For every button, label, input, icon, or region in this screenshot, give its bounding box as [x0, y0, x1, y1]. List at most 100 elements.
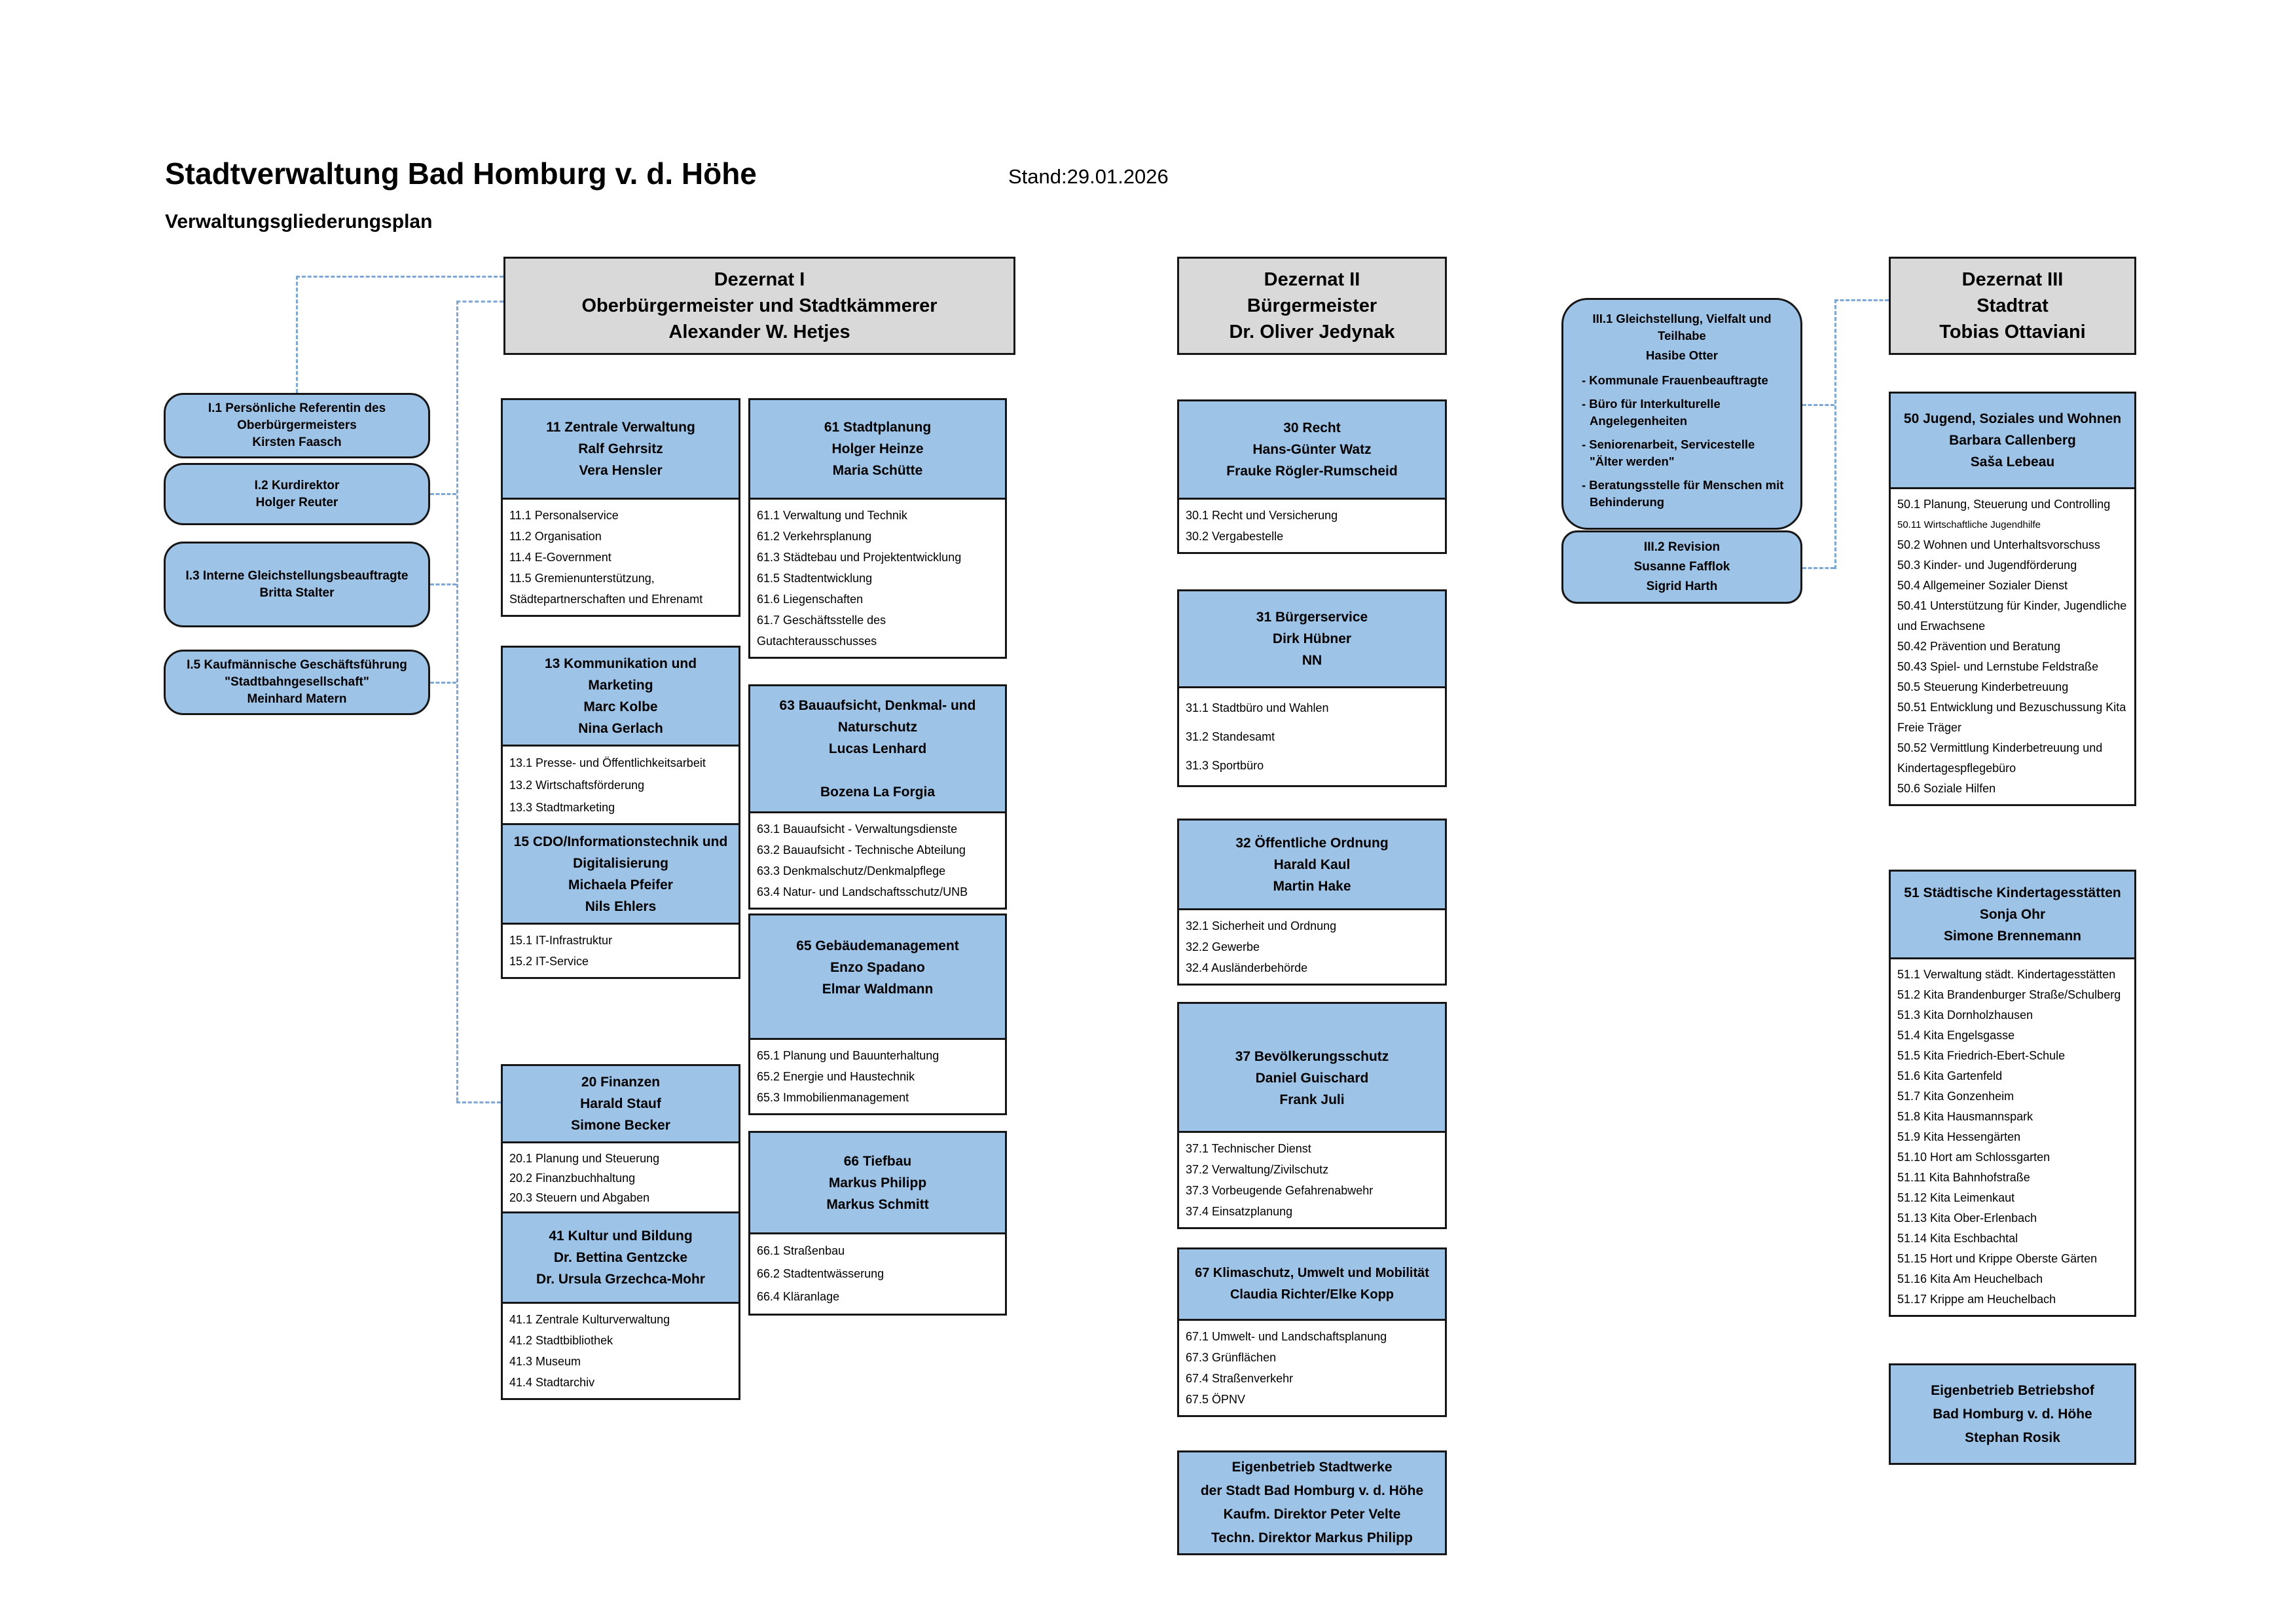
- dept-header-line: Enzo Spadano: [830, 960, 925, 975]
- dezernat-header-line: Oberbürgermeister und Stadtkämmerer: [581, 295, 938, 316]
- dept-header-line: Dr. Bettina Gentzcke: [553, 1250, 688, 1265]
- dept-list-item: 31.1 Stadtbüro und Wahlen: [1186, 701, 1329, 714]
- dept-list-item: 50.43 Spiel- und Lernstube Feldstraße: [1897, 660, 2099, 673]
- dept-list-item: 41.1 Zentrale Kulturverwaltung: [509, 1313, 670, 1326]
- dept-list-item: 50.42 Prävention und Beratung: [1897, 640, 2061, 653]
- dept-header-line: Frauke Rögler-Rumscheid: [1226, 464, 1398, 479]
- dept-list-item: 50.4 Allgemeiner Sozialer Dienst: [1897, 579, 2068, 592]
- dept-header-line: Maria Schütte: [832, 463, 923, 478]
- dept-list-item: 51.13 Kita Ober-Erlenbach: [1897, 1211, 2037, 1225]
- page-title: Stadtverwaltung Bad Homburg v. d. Höhe: [165, 157, 757, 191]
- dept-list-item: 50.5 Steuerung Kinderbetreuung: [1897, 680, 2069, 693]
- connector-line: [296, 276, 298, 393]
- dept-list-item: 61.3 Städtebau und Projektentwicklung: [757, 551, 962, 564]
- dept-header-line: Nils Ehlers: [585, 898, 657, 914]
- dept-list-item: 67.1 Umwelt- und Landschaftsplanung: [1186, 1330, 1387, 1343]
- dept-list-item: 51.9 Kita Hessengärten: [1897, 1130, 2021, 1143]
- staff-box-line: Britta Stalter: [259, 585, 335, 600]
- connector-line: [430, 682, 456, 684]
- dept-header-line: 63 Bauaufsicht, Denkmal- und Naturschutz: [779, 698, 976, 735]
- dept-list-item: 65.2 Energie und Haustechnik: [757, 1070, 915, 1083]
- dept-list-item: 37.4 Einsatzplanung: [1186, 1205, 1293, 1218]
- dept-header-line: Simone Becker: [571, 1118, 670, 1133]
- stadtwerke-line: Eigenbetrieb Stadtwerke: [1231, 1460, 1393, 1475]
- gleichstellung-bullet: - Kommunale Frauenbeauftragte: [1582, 373, 1768, 387]
- staff-box-line: Meinhard Matern: [247, 692, 347, 706]
- dept-header-line: 50 Jugend, Soziales und Wohnen: [1903, 411, 2122, 426]
- dept-list-item: 51.6 Kita Gartenfeld: [1897, 1069, 2003, 1082]
- dept-list-item: 15.2 IT-Service: [509, 955, 589, 968]
- staff-box-line: Holger Reuter: [255, 495, 338, 509]
- connector-line: [456, 1101, 501, 1103]
- stadtwerke-line: der Stadt Bad Homburg v. d. Höhe: [1200, 1483, 1424, 1498]
- dezernat-header-line: Bürgermeister: [1247, 295, 1377, 316]
- dept-header-line: 66 Tiefbau: [843, 1153, 912, 1169]
- dept-list-item: 13.1 Presse- und Öffentlichkeitsarbeit: [509, 756, 706, 769]
- dept-list-item: 11.2 Organisation: [509, 530, 602, 543]
- dept-list-item: 61.7 Geschäftsstelle des Gutachteraussch…: [757, 614, 886, 648]
- dept-header-line: Markus Schmitt: [826, 1196, 929, 1212]
- dept-box-15: 15 CDO/Informationstechnik und Digitalis…: [501, 823, 740, 979]
- dept-list-item: 51.12 Kita Leimenkaut: [1897, 1191, 2015, 1204]
- dept-header-line: 31 Bürgerservice: [1256, 610, 1368, 625]
- dept-list-item: 50.52 Vermittlung Kinderbetreuung und Ki…: [1897, 741, 2103, 775]
- dept-list-item: 63.3 Denkmalschutz/Denkmalpflege: [757, 864, 946, 877]
- staff-box-line: I.1 Persönliche Referentin des Oberbürge…: [208, 401, 386, 432]
- connector-line: [296, 276, 503, 278]
- gleichstellung-title: III.1 Gleichstellung, Vielfalt und Teilh…: [1592, 312, 1772, 342]
- dept-box-15-header: 15 CDO/Informationstechnik und Digitalis…: [501, 823, 740, 925]
- dept-header-line: 13 Kommunikation und Marketing: [544, 656, 697, 693]
- dept-header-line: Ralf Gehrsitz: [578, 441, 663, 456]
- dept-list-item: 41.4 Stadtarchiv: [509, 1376, 595, 1389]
- dept-header-line: Holger Heinze: [831, 441, 924, 456]
- gleichstellung-box: III.1 Gleichstellung, Vielfalt und Teilh…: [1561, 298, 1802, 530]
- dept-list-item: 63.2 Bauaufsicht - Technische Abteilung: [757, 843, 966, 857]
- dept-header-line: Harald Stauf: [580, 1096, 661, 1111]
- dept-header-line: Hans-Günter Watz: [1252, 442, 1372, 457]
- revision-line: Susanne Fafflok: [1633, 560, 1730, 574]
- stadtwerke-line: Techn. Direktor Markus Philipp: [1211, 1530, 1413, 1545]
- dept-header-line: Claudia Richter/Elke Kopp: [1230, 1287, 1394, 1302]
- connector-line: [430, 583, 456, 585]
- page-subtitle: Verwaltungsgliederungsplan: [165, 211, 433, 232]
- betriebshof-line: Bad Homburg v. d. Höhe: [1933, 1406, 2092, 1422]
- connector-line: [1834, 299, 1836, 569]
- dept-box-51-list: 51.1 Verwaltung städt. Kindertagesstätte…: [1889, 959, 2136, 1317]
- dept-header-line: Simone Brennemann: [1943, 929, 2082, 944]
- dezernat-header-line: Dr. Oliver Jedynak: [1229, 322, 1395, 342]
- dept-header-line: Daniel Guischard: [1255, 1070, 1369, 1086]
- dept-header-line: Martin Hake: [1273, 878, 1351, 894]
- dept-list-item: 13.2 Wirtschaftsförderung: [509, 779, 645, 792]
- dept-list-item: 11.5 Gremienunterstützung, Städtepartner…: [509, 572, 703, 606]
- connector-line: [1834, 299, 1889, 301]
- dept-header-line: 11 Zentrale Verwaltung: [546, 420, 695, 435]
- dept-list-item: 32.1 Sicherheit und Ordnung: [1186, 919, 1337, 932]
- betriebshof-line: Stephan Rosik: [1965, 1430, 2060, 1445]
- dept-list-item: 51.3 Kita Dornholzhausen: [1897, 1008, 2033, 1022]
- dept-header-line: Bozena La Forgia: [820, 784, 936, 800]
